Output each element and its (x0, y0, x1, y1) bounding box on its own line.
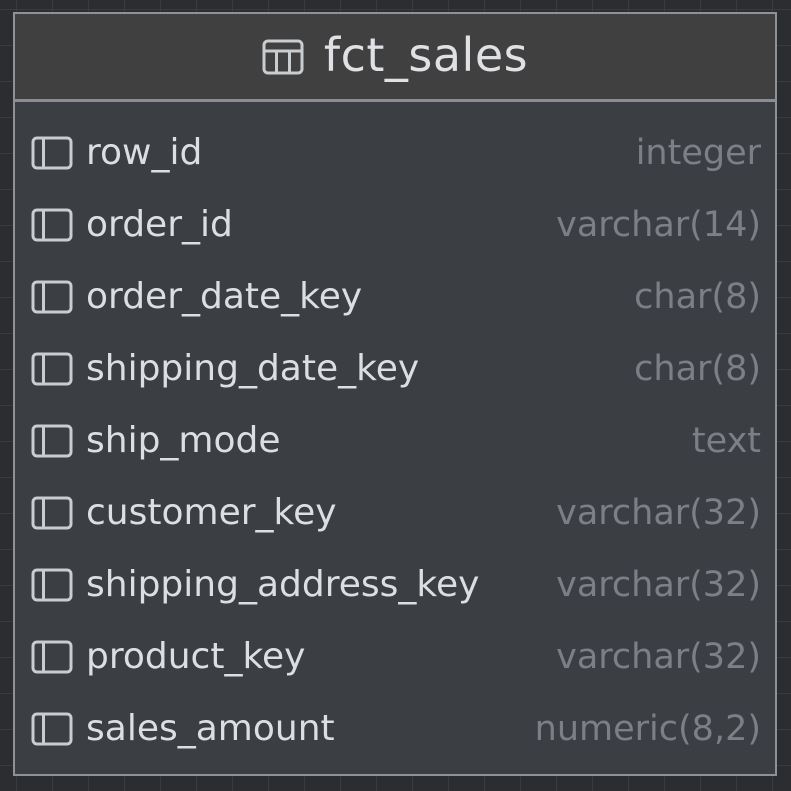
column-type: integer (635, 132, 761, 173)
table-title: fct_sales (323, 27, 529, 82)
table-header[interactable]: fct_sales (15, 14, 775, 102)
column-row[interactable]: sales_amount numeric(8,2) (15, 693, 775, 765)
column-name: customer_key (86, 492, 337, 533)
column-type: varchar(32) (556, 636, 761, 677)
column-icon (31, 424, 73, 458)
column-type: numeric(8,2) (534, 708, 761, 749)
column-type: char(8) (634, 348, 761, 389)
column-row[interactable]: order_date_key char(8) (15, 261, 775, 333)
column-row[interactable]: ship_mode text (15, 405, 775, 477)
column-name: order_date_key (86, 276, 363, 317)
column-type: char(8) (634, 276, 761, 317)
column-icon (31, 496, 73, 530)
column-type: text (691, 420, 761, 461)
column-row[interactable]: shipping_address_key varchar(32) (15, 549, 775, 621)
column-name: row_id (86, 132, 203, 173)
column-row[interactable]: product_key varchar(32) (15, 621, 775, 693)
column-icon (31, 712, 73, 746)
column-row[interactable]: row_id integer (15, 117, 775, 189)
table-node[interactable]: fct_sales row_id integer order_id varcha… (13, 12, 777, 776)
column-icon (31, 568, 73, 602)
column-name: product_key (86, 636, 306, 677)
column-icon (31, 640, 73, 674)
column-row[interactable]: shipping_date_key char(8) (15, 333, 775, 405)
column-icon (31, 208, 73, 242)
column-icon (31, 136, 73, 170)
column-row[interactable]: customer_key varchar(32) (15, 477, 775, 549)
table-icon (262, 39, 304, 74)
column-name: shipping_address_key (86, 564, 480, 605)
column-name: ship_mode (86, 420, 281, 461)
column-type: varchar(32) (556, 564, 761, 605)
column-name: order_id (86, 204, 233, 245)
column-row[interactable]: order_id varchar(14) (15, 189, 775, 261)
column-name: shipping_date_key (86, 348, 420, 389)
column-type: varchar(14) (556, 204, 761, 245)
column-icon (31, 352, 73, 386)
column-icon (31, 280, 73, 314)
column-type: varchar(32) (556, 492, 761, 533)
column-name: sales_amount (86, 708, 335, 749)
